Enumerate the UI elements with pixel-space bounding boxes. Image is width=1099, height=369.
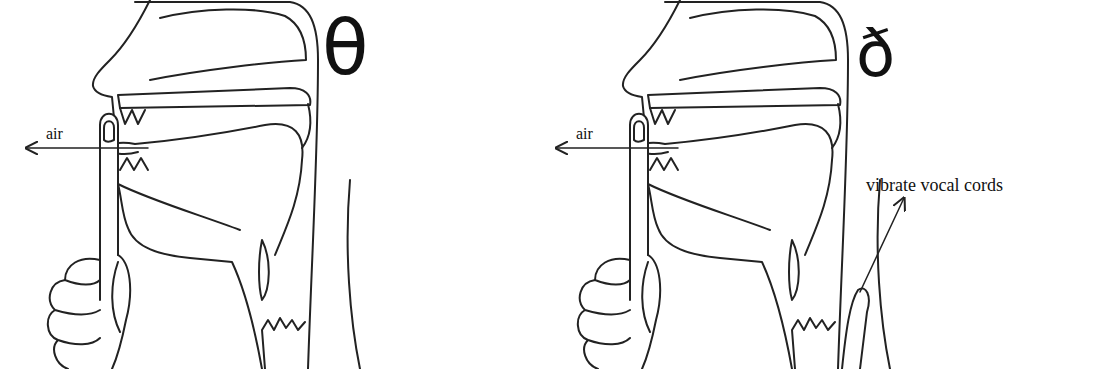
phonetic-symbol: ð <box>856 22 895 86</box>
vibration-arrow <box>860 198 904 292</box>
airflow-label: air <box>576 126 593 142</box>
callout-label: vibrate vocal cords <box>866 176 1003 194</box>
head-section <box>556 0 890 369</box>
throat-finger <box>842 288 869 369</box>
airflow-label: air <box>46 126 63 142</box>
phonetic-symbol: θ <box>322 10 369 86</box>
head-section <box>26 0 360 369</box>
